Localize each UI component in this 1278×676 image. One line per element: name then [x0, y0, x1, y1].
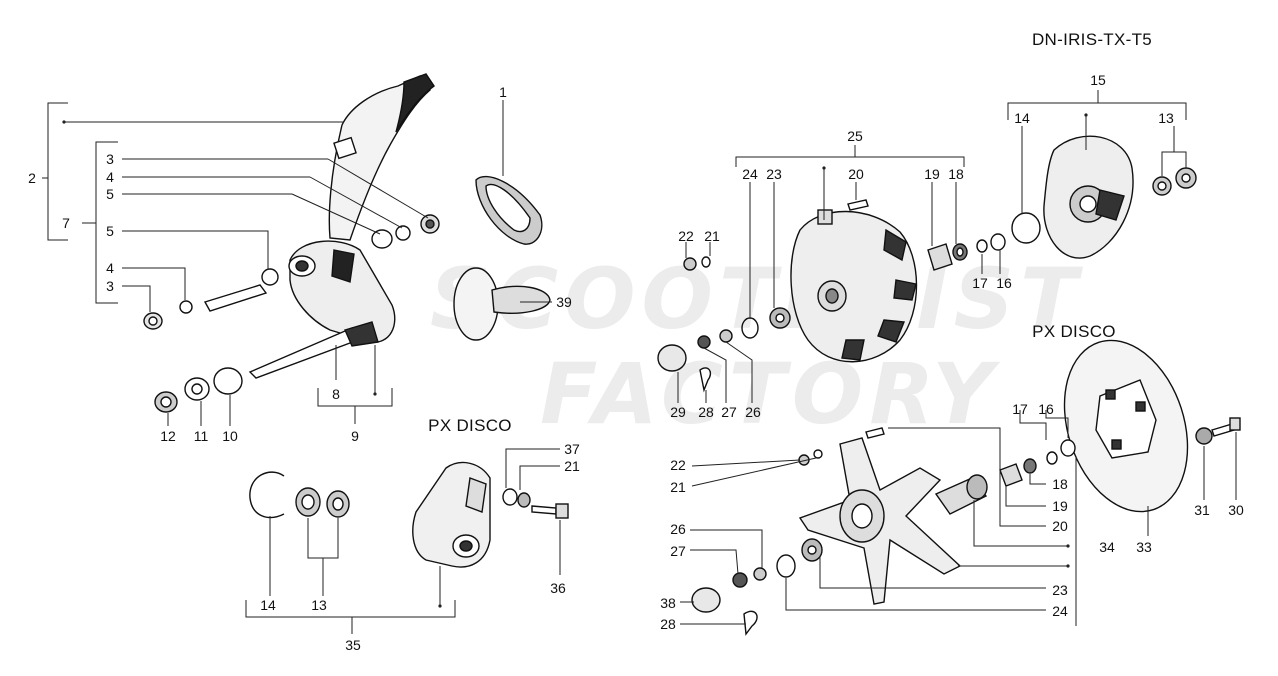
caliper-leader-lines — [245, 448, 561, 634]
callout-21-drum: 21 — [704, 228, 720, 244]
callout-19-drum: 19 — [924, 166, 940, 182]
callout-36: 36 — [550, 580, 566, 596]
callout-5-top: 5 — [106, 186, 114, 202]
callout-19-disc: 19 — [1052, 498, 1068, 514]
callout-20-drum: 20 — [848, 166, 864, 182]
drum-hub-assembly — [657, 135, 1197, 393]
drum-hub-leader-lines — [677, 90, 1187, 403]
callout-7: 7 — [62, 215, 70, 231]
callout-15: 15 — [1090, 72, 1106, 88]
callout-3-lower: 3 — [106, 278, 114, 294]
callout-13-caliper: 13 — [311, 597, 327, 613]
callout-16-disc: 16 — [1038, 401, 1054, 417]
callout-17-disc: 17 — [1012, 401, 1028, 417]
callout-24-drum: 24 — [742, 166, 758, 182]
callout-14-plate: 14 — [1014, 110, 1030, 126]
callout-23-disc: 23 — [1052, 582, 1068, 598]
callout-16-drum: 16 — [996, 275, 1012, 291]
left-leader-lines — [42, 100, 552, 426]
callout-5-lower: 5 — [106, 223, 114, 239]
callout-22-disc: 22 — [670, 457, 686, 473]
callout-2: 2 — [28, 170, 36, 186]
callout-21-caliper: 21 — [564, 458, 580, 474]
callout-11: 11 — [193, 428, 209, 444]
callout-23-drum: 23 — [766, 166, 782, 182]
disc-hub-leader-lines — [680, 410, 1237, 626]
callout-31: 31 — [1194, 502, 1210, 518]
callout-30: 30 — [1228, 502, 1244, 518]
callout-22-drum: 22 — [678, 228, 694, 244]
callout-3-top: 3 — [106, 151, 114, 167]
brake-lever-assembly — [143, 73, 551, 413]
callout-39: 39 — [556, 294, 572, 310]
callout-4-lower: 4 — [106, 260, 114, 276]
callout-13-plate: 13 — [1158, 110, 1174, 126]
disc-hub-assembly — [691, 339, 1241, 636]
callout-14-caliper: 14 — [260, 597, 276, 613]
callout-18-drum: 18 — [948, 166, 964, 182]
callout-28-drum: 28 — [698, 404, 714, 420]
px-disco-heading-left: PX DISCO — [428, 416, 512, 435]
caliper-assembly — [249, 461, 569, 568]
callout-25: 25 — [847, 128, 863, 144]
px-disco-heading-right: PX DISCO — [1032, 322, 1116, 341]
callout-27-drum: 27 — [721, 404, 737, 420]
callout-4-top: 4 — [106, 169, 114, 185]
callout-9: 9 — [351, 428, 359, 444]
callout-20-disc: 20 — [1052, 518, 1068, 534]
callout-17-drum: 17 — [972, 275, 988, 291]
callout-38: 38 — [660, 595, 676, 611]
callout-28-disc: 28 — [660, 616, 676, 632]
callout-10: 10 — [222, 428, 238, 444]
callout-18-disc: 18 — [1052, 476, 1068, 492]
model-heading: DN-IRIS-TX-T5 — [1031, 30, 1153, 49]
callout-29: 29 — [670, 404, 686, 420]
callout-34: 34 — [1099, 539, 1115, 555]
callout-1: 1 — [499, 84, 507, 100]
callout-26-disc: 26 — [670, 521, 686, 537]
watermark-line-2: FACTORY — [540, 345, 1000, 443]
callout-8: 8 — [332, 386, 340, 402]
callout-33: 33 — [1136, 539, 1152, 555]
callout-35: 35 — [345, 637, 361, 653]
callout-12: 12 — [160, 428, 176, 444]
callout-37: 37 — [564, 441, 580, 457]
callout-24-disc: 24 — [1052, 603, 1068, 619]
callout-27-disc: 27 — [670, 543, 686, 559]
callout-21-disc: 21 — [670, 479, 686, 495]
callout-26-drum: 26 — [745, 404, 761, 420]
